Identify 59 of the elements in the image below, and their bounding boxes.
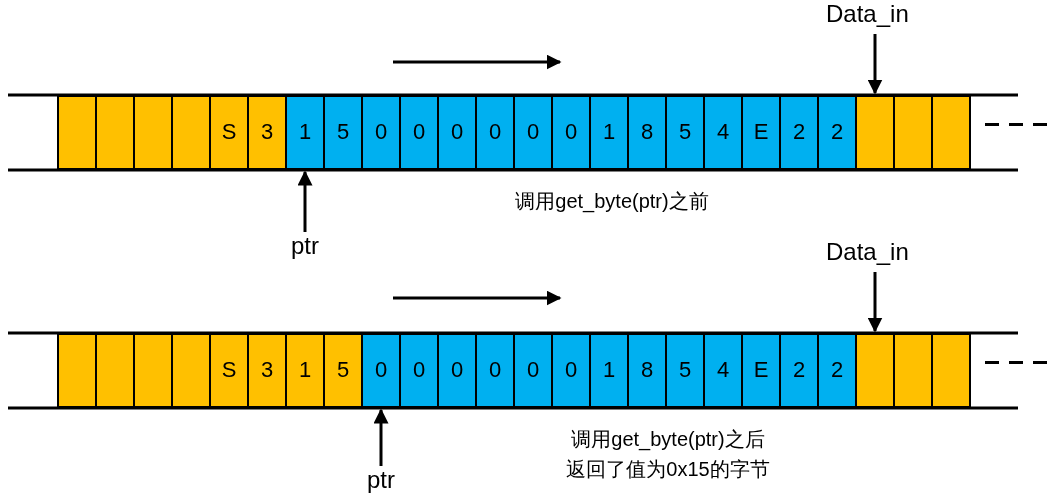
buffer-cell: 1 bbox=[589, 95, 629, 170]
buffer-cell: 1 bbox=[589, 333, 629, 408]
empty-buffer-cell bbox=[855, 333, 895, 408]
buffer-cell: 8 bbox=[627, 333, 667, 408]
buffer-cell: 8 bbox=[627, 95, 667, 170]
buffer-cell: 5 bbox=[323, 95, 363, 170]
pointer-label: ptr bbox=[367, 466, 395, 494]
buffer-cell: 0 bbox=[437, 333, 477, 408]
empty-buffer-cell bbox=[171, 333, 211, 408]
empty-buffer-cell bbox=[57, 95, 97, 170]
buffer-cell: 0 bbox=[513, 95, 553, 170]
buffer-cell: 4 bbox=[703, 333, 743, 408]
buffer-cell: 0 bbox=[399, 95, 439, 170]
pointer-arrow bbox=[867, 272, 883, 333]
pointer-arrow bbox=[297, 170, 313, 232]
empty-buffer-cell bbox=[893, 333, 933, 408]
empty-buffer-cell bbox=[57, 333, 97, 408]
buffer-cell: 0 bbox=[361, 95, 401, 170]
buffer-cell: 5 bbox=[665, 95, 705, 170]
buffer-cell: 3 bbox=[247, 333, 287, 408]
buffer-cell: 2 bbox=[817, 333, 857, 408]
caption-text: 返回了值为0x15的字节 bbox=[566, 457, 770, 482]
buffer-cell: 1 bbox=[285, 333, 325, 408]
empty-buffer-cell bbox=[931, 95, 971, 170]
empty-buffer-cell bbox=[931, 333, 971, 408]
caption-text: 调用get_byte(ptr)之后 bbox=[571, 427, 765, 453]
pointer-label: ptr bbox=[291, 232, 319, 260]
buffer-cell: 0 bbox=[399, 333, 439, 408]
pointer-label: Data_in bbox=[826, 0, 909, 28]
pointer-arrow bbox=[373, 408, 389, 466]
empty-buffer-cell bbox=[171, 95, 211, 170]
buffer-cell: 2 bbox=[779, 333, 819, 408]
buffer-cell: 4 bbox=[703, 95, 743, 170]
empty-buffer-cell bbox=[95, 333, 135, 408]
buffer-cell: 0 bbox=[551, 333, 591, 408]
empty-buffer-cell bbox=[855, 95, 895, 170]
empty-buffer-cell bbox=[95, 95, 135, 170]
buffer-cell: 0 bbox=[361, 333, 401, 408]
buffer-cell: 2 bbox=[817, 95, 857, 170]
empty-buffer-cell bbox=[133, 95, 173, 170]
buffer-cell: 0 bbox=[437, 95, 477, 170]
buffer-cell: S bbox=[209, 333, 249, 408]
buffer-cell: S bbox=[209, 95, 249, 170]
caption-text: 调用get_byte(ptr)之前 bbox=[515, 189, 709, 215]
buffer-cell: 2 bbox=[779, 95, 819, 170]
buffer-cell: 0 bbox=[475, 333, 515, 408]
buffer-cell: 0 bbox=[551, 95, 591, 170]
buffer-cell: 5 bbox=[323, 333, 363, 408]
buffer-cell: 1 bbox=[285, 95, 325, 170]
buffer-cell: E bbox=[741, 333, 781, 408]
buffer-cell: 3 bbox=[247, 95, 287, 170]
empty-buffer-cell bbox=[133, 333, 173, 408]
buffer-cell: 0 bbox=[475, 95, 515, 170]
buffer-cell: 0 bbox=[513, 333, 553, 408]
pointer-label: Data_in bbox=[826, 238, 909, 266]
empty-buffer-cell bbox=[893, 95, 933, 170]
buffer-cell: E bbox=[741, 95, 781, 170]
buffer-cell: 5 bbox=[665, 333, 705, 408]
pointer-arrow bbox=[867, 34, 883, 95]
